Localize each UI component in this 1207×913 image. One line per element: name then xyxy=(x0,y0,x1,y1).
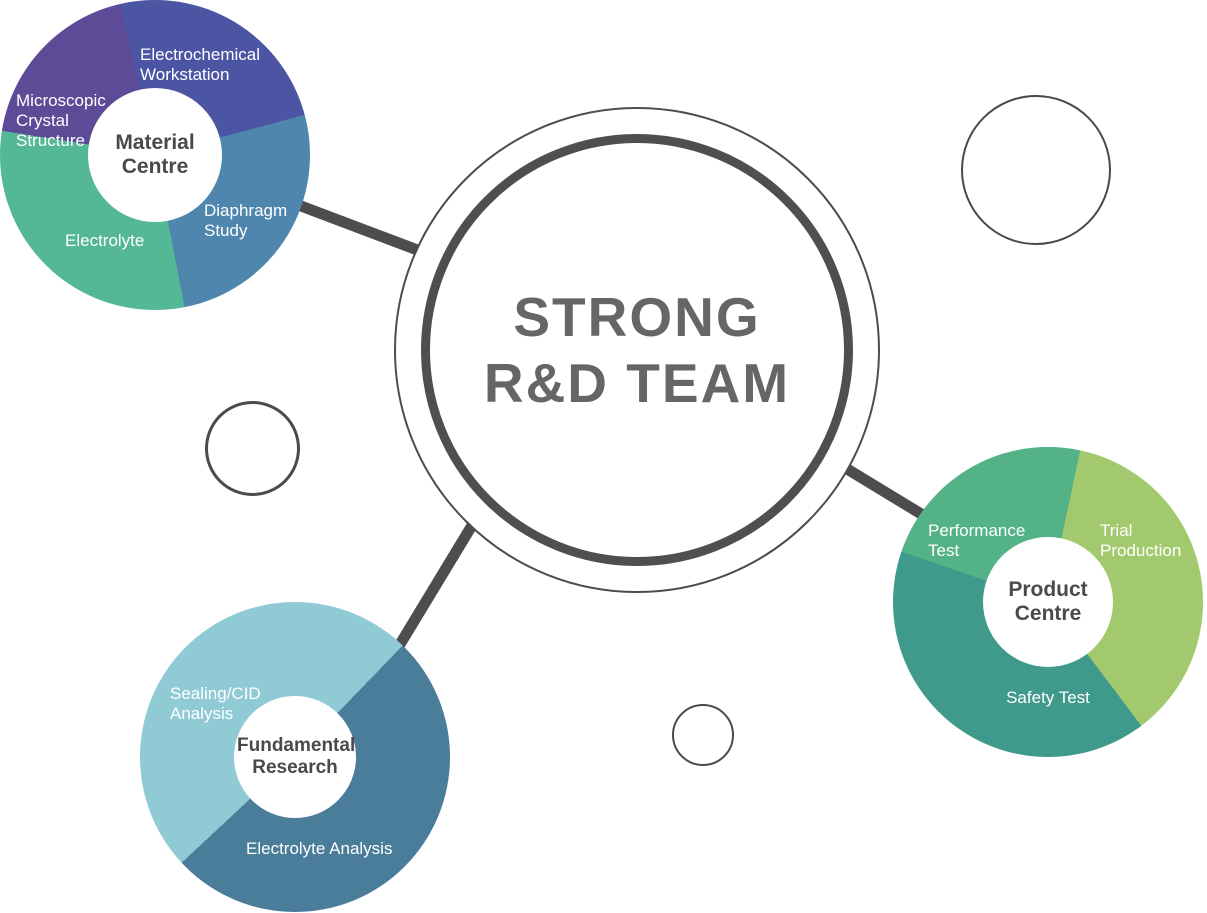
donut-chart-product-centre: Product Centre Trial Production Safety T… xyxy=(893,447,1203,757)
segment-label-diaphragm-study: Diaphragm Study xyxy=(204,201,288,241)
central-circle: STRONG R&D TEAM xyxy=(421,134,853,566)
segment-label-electrochemical-workstation: Electrochemical Workstation xyxy=(140,45,260,85)
decorative-circle-medium xyxy=(205,401,300,496)
segment-label-safety-test: Safety Test xyxy=(1006,688,1090,707)
donut-chart-material-centre: Material Centre Electrochemical Workstat… xyxy=(0,0,310,310)
segment-label-microscopic-crystal-structure: Microscopic Crystal Structure xyxy=(16,91,106,151)
central-title-line2: R&D TEAM xyxy=(483,352,791,414)
material-centre-hole xyxy=(88,88,222,222)
decorative-circle-small xyxy=(672,704,734,766)
segment-label-electrolyte-analysis: Electrolyte Analysis xyxy=(246,839,393,858)
product-centre-hole xyxy=(983,537,1113,667)
material-centre-label: Material Centre xyxy=(115,130,195,178)
product-centre-label: Product Centre xyxy=(1008,577,1088,625)
decorative-circle-large xyxy=(961,95,1111,245)
central-circle-outer-ring: STRONG R&D TEAM xyxy=(394,107,880,593)
segment-label-performance-test: Performance Test xyxy=(928,521,1026,561)
donut-chart-fundamental-research: Fundamental Research Electrolyte Analysi… xyxy=(140,602,450,912)
central-title: STRONG R&D TEAM xyxy=(484,284,790,416)
fundamental-research-hole xyxy=(234,696,356,818)
fundamental-research-label: Fundamental Research xyxy=(237,735,356,778)
segment-label-trial-production: Trial Production xyxy=(1100,521,1182,561)
central-title-line1: STRONG xyxy=(513,286,761,348)
segment-label-electrolyte: Electrolyte xyxy=(65,231,145,250)
segment-label-sealing-cid-analysis: Sealing/CID Analysis xyxy=(170,684,261,724)
